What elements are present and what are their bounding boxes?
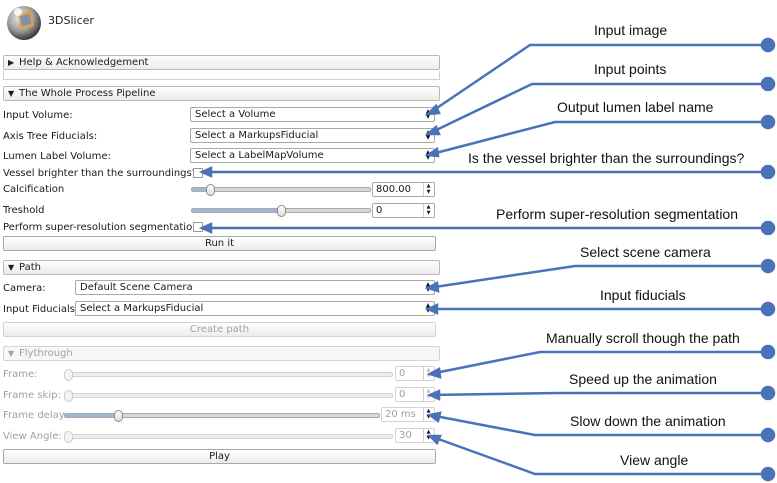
annotation-input-points: Input points: [594, 61, 667, 77]
super-resolution-label: Perform super-resolution segmentation?: [3, 222, 204, 233]
slicer-logo: [4, 2, 44, 42]
play-button[interactable]: Play: [3, 449, 436, 464]
annotation-input-image: Input image: [594, 22, 668, 38]
view-angle-slider[interactable]: [64, 431, 393, 443]
expand-down-icon: ▼: [8, 263, 15, 272]
lumen-label-value: Select a LabelMapVolume: [195, 150, 324, 161]
callout-input-points: [424, 76, 776, 136]
section-path-label: Path: [19, 262, 41, 273]
slicer-logo-icon: [7, 6, 41, 40]
annotation-select-camera: Select scene camera: [580, 244, 711, 260]
input-volume-value: Select a Volume: [195, 109, 276, 120]
expand-down-icon: ▼: [8, 89, 15, 98]
combo-arrows-icon: ▲▼: [425, 108, 431, 120]
view-angle-value: 30: [399, 430, 412, 441]
input-fiducials-value: Select a MarkupsFiducial: [80, 303, 204, 314]
slider-handle[interactable]: [205, 184, 215, 196]
slider-fill: [192, 188, 210, 191]
run-button[interactable]: Run it: [3, 236, 436, 251]
frame-skip-spinbox[interactable]: 0 ▲▼: [395, 387, 435, 402]
spin-arrows-icon[interactable]: ▲▼: [423, 183, 433, 196]
frame-skip-slider[interactable]: [64, 390, 393, 402]
slider-handle[interactable]: [64, 369, 73, 381]
calcification-slider[interactable]: [191, 184, 371, 196]
frame-slider[interactable]: [64, 369, 393, 381]
callout-input-image: [424, 37, 776, 116]
frame-skip-label: Frame skip:: [3, 390, 61, 401]
callout-slow-down: [427, 411, 776, 443]
frame-skip-value: 0: [399, 389, 406, 400]
vessel-brighter-label: Vessel brighter than the surroundings?: [3, 168, 198, 179]
app-name: 3DSlicer: [48, 14, 94, 27]
callout-view-angle: [426, 434, 776, 482]
annotation-speed-up: Speed up the animation: [569, 371, 717, 387]
section-help-label: Help & Acknowledgement: [19, 57, 149, 68]
spin-arrows-icon[interactable]: ▲▼: [423, 429, 433, 442]
section-pipeline[interactable]: ▼ The Whole Process Pipeline: [3, 86, 440, 101]
camera-label: Camera:: [3, 283, 46, 294]
create-path-button[interactable]: Create path: [3, 322, 436, 337]
section-help[interactable]: ▶ Help & Acknowledgement: [3, 55, 440, 70]
section-flythrough-label: Flythrough: [19, 348, 73, 359]
callout-vessel-brighter: [198, 164, 776, 180]
combo-arrows-icon: ▲▼: [425, 149, 431, 161]
frame-value: 0: [399, 368, 406, 379]
camera-combo[interactable]: Default Scene Camera ▲▼: [75, 280, 435, 295]
annotation-view-angle: View angle: [620, 452, 689, 468]
slider-handle[interactable]: [64, 431, 73, 443]
section-flythrough[interactable]: ▼ Flythrough: [3, 346, 440, 361]
callout-input-fiducials: [424, 301, 776, 317]
combo-arrows-icon: ▲▼: [425, 281, 431, 293]
calcification-label: Calcification: [3, 184, 65, 195]
axis-tree-label: Axis Tree Fiducials:: [3, 131, 98, 142]
callout-manual-scroll: [426, 344, 776, 379]
expand-down-icon: ▼: [8, 349, 15, 358]
camera-value: Default Scene Camera: [80, 282, 193, 293]
spin-arrows-icon[interactable]: ▲▼: [423, 408, 433, 421]
calcification-value: 800.00: [376, 184, 411, 195]
annotation-manual-scroll: Manually scroll though the path: [546, 330, 740, 346]
lumen-label-label: Lumen Label Volume:: [3, 151, 111, 162]
slider-handle[interactable]: [114, 410, 124, 422]
slider-handle[interactable]: [64, 390, 73, 402]
threshold-slider[interactable]: [191, 205, 371, 217]
expand-right-icon: ▶: [8, 58, 15, 67]
spin-arrows-icon[interactable]: ▲▼: [423, 388, 433, 401]
frame-spinbox[interactable]: 0 ▲▼: [395, 366, 435, 381]
axis-tree-value: Select a MarkupsFiducial: [195, 130, 319, 141]
threshold-value: 0: [376, 205, 383, 216]
section-pipeline-label: The Whole Process Pipeline: [19, 88, 156, 99]
slider-fill: [192, 209, 281, 212]
threshold-label: Treshold: [3, 205, 45, 216]
calcification-spinbox[interactable]: 800.00 ▲▼: [372, 182, 435, 197]
frame-delay-slider[interactable]: [64, 410, 380, 422]
frame-label: Frame:: [3, 369, 38, 380]
spin-arrows-icon[interactable]: ▲▼: [423, 367, 433, 380]
slider-handle[interactable]: [277, 205, 286, 217]
lumen-label-combo[interactable]: Select a LabelMapVolume ▲▼: [190, 148, 435, 163]
frame-delay-value: 20 ms: [385, 409, 416, 420]
input-volume-label: Input Volume:: [3, 110, 73, 121]
annotation-input-fiducials: Input fiducials: [600, 287, 686, 303]
annotation-output-lumen: Output lumen label name: [557, 99, 714, 115]
threshold-spinbox[interactable]: 0 ▲▼: [372, 203, 435, 218]
callout-super-resolution: [198, 220, 776, 236]
combo-arrows-icon: ▲▼: [425, 302, 431, 314]
view-angle-label: View Angle:: [3, 431, 62, 442]
section-path[interactable]: ▼ Path: [3, 260, 440, 275]
input-volume-combo[interactable]: Select a Volume ▲▼: [190, 107, 435, 122]
annotation-slow-down: Slow down the animation: [570, 413, 726, 429]
slider-fill: [65, 414, 119, 417]
help-collapsed-area: [3, 71, 440, 80]
annotation-super-resolution: Perform super-resolution segmentation: [496, 206, 739, 222]
callout-speed-up: [426, 385, 776, 401]
annotation-vessel-brighter: Is the vessel brighter than the surround…: [468, 150, 745, 166]
spin-arrows-icon[interactable]: ▲▼: [423, 204, 433, 217]
frame-delay-label: Frame delay:: [3, 410, 68, 421]
input-fiducials-label: Input Fiducials:: [3, 304, 79, 315]
callout-output-lumen: [424, 114, 776, 158]
callout-select-camera: [424, 258, 776, 293]
